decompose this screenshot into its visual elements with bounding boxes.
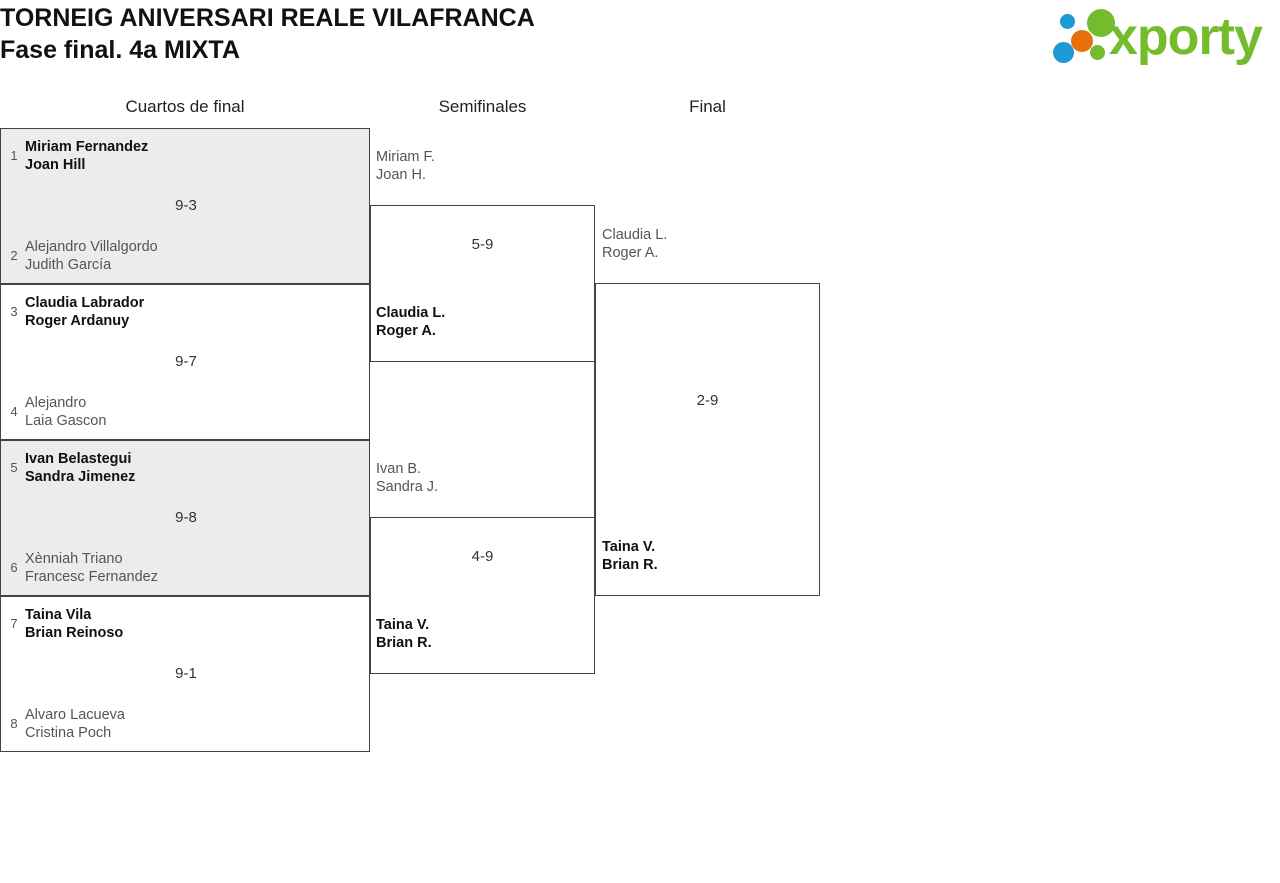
player-name: Roger A. [602,245,659,261]
tournament-subtitle: Fase final. 4a MIXTA [0,36,240,64]
team-name-block: Alejandro Villalgordo Judith García [25,238,369,274]
team-name-block: Ivan Belastegui Sandra Jimenez [25,450,369,486]
semifinal-1-team-top: Miriam F. Joan H. [376,148,435,184]
seed-number: 7 [10,616,18,631]
player-name: Sandra Jimenez [25,469,136,485]
tournament-title-block: TORNEIG ANIVERSARI REALE VILAFRANCA Fase… [0,2,900,66]
player-name: Alejandro [25,395,87,411]
match-slot-bottom[interactable]: 8 Alvaro Lacueva Cristina Poch [1,706,369,742]
semifinal-2-team-top: Ivan B. Sandra J. [376,460,438,496]
match-quarterfinal-2[interactable]: 3 Claudia Labrador Roger Ardanuy 9-7 4 A… [0,284,370,440]
seed-number: 8 [10,716,18,731]
seed-number: 1 [10,148,18,163]
player-name: Roger Ardanuy [25,313,130,329]
match-slot-bottom[interactable]: 4 Alejandro Laia Gascon [1,394,369,430]
match-slot-bottom[interactable]: 6 Xènniah Triano Francesc Fernandez [1,550,369,586]
player-name: Ivan B. [376,461,422,477]
seed-number: 5 [10,460,18,475]
player-name: Sandra J. [376,479,439,495]
match-slot-bottom[interactable]: 2 Alejandro Villalgordo Judith García [1,238,369,274]
team-name-block: Miriam Fernandez Joan Hill [25,138,369,174]
player-name: Joan H. [376,167,426,183]
seed-number: 2 [10,248,18,263]
team-name-block: Claudia Labrador Roger Ardanuy [25,294,369,330]
player-name: Cristina Poch [25,725,112,741]
round-header-final: Final [689,97,726,116]
connector-vertical-final [594,205,595,674]
player-name: Brian R. [376,635,432,651]
round-header-semifinals: Semifinales [438,97,527,116]
player-name: Alvaro Lacueva [25,707,125,723]
team-name-block: Alvaro Lacueva Cristina Poch [25,706,369,742]
player-name: Roger A. [376,323,436,339]
player-name: Judith García [25,257,112,273]
player-name: Joan Hill [25,157,86,173]
connector-vertical-semifinals [369,128,370,750]
match-score: 2-9 [696,392,719,409]
logo-dot-blue-small-icon [1060,14,1075,29]
final-team-top: Claudia L. Roger A. [602,226,667,262]
player-name: Taina V. [602,539,656,555]
player-name: Miriam Fernandez [25,139,149,155]
logo-dot-orange-icon [1071,30,1093,52]
seed-number: 4 [10,404,18,419]
match-slot-top[interactable]: 7 Taina Vila Brian Reinoso [1,606,369,642]
tournament-title: TORNEIG ANIVERSARI REALE VILAFRANCA [0,4,535,32]
seed-number: 3 [10,304,18,319]
player-name: Xènniah Triano [25,551,123,567]
xporty-logo[interactable]: xporty [1047,6,1272,68]
final-team-bottom-champion: Taina V. Brian R. [602,538,658,574]
match-slot-top[interactable]: 3 Claudia Labrador Roger Ardanuy [1,294,369,330]
semifinal-1-team-bottom: Claudia L. Roger A. [376,304,445,340]
player-name: Miriam F. [376,149,435,165]
match-score: 9-3 [175,197,197,214]
match-score: 9-7 [175,353,197,370]
player-name: Francesc Fernandez [25,569,158,585]
player-name: Taina Vila [25,607,92,623]
match-quarterfinal-4[interactable]: 7 Taina Vila Brian Reinoso 9-1 8 Alvaro … [0,596,370,752]
logo-dot-blue-large-icon [1053,42,1074,63]
logo-wordmark: xporty [1109,8,1263,66]
player-name: Claudia L. [376,305,446,321]
player-name: Claudia L. [602,227,668,243]
match-score: 4-9 [471,548,494,565]
semifinal-2-team-bottom: Taina V. Brian R. [376,616,432,652]
match-final[interactable]: 2-9 [595,283,820,596]
player-name: Claudia Labrador [25,295,145,311]
player-name: Alejandro Villalgordo [25,239,158,255]
match-quarterfinal-1[interactable]: 1 Miriam Fernandez Joan Hill 9-3 2 Aleja… [0,128,370,284]
player-name: Brian Reinoso [25,625,124,641]
team-name-block: Alejandro Laia Gascon [25,394,369,430]
logo-dots-icon [1047,6,1117,68]
player-name: Brian R. [602,557,658,573]
seed-number: 6 [10,560,18,575]
page-header: TORNEIG ANIVERSARI REALE VILAFRANCA Fase… [0,0,1280,86]
match-score: 9-1 [175,665,197,682]
match-score: 5-9 [471,236,494,253]
logo-dot-green-large-icon [1087,9,1115,37]
player-name: Taina V. [376,617,430,633]
team-name-block: Xènniah Triano Francesc Fernandez [25,550,369,586]
logo-dot-green-small-icon [1090,45,1105,60]
player-name: Ivan Belastegui [25,451,132,467]
round-header-quarterfinals: Cuartos de final [125,97,245,116]
match-score: 9-8 [175,509,197,526]
player-name: Laia Gascon [25,413,107,429]
match-slot-top[interactable]: 1 Miriam Fernandez Joan Hill [1,138,369,174]
match-quarterfinal-3[interactable]: 5 Ivan Belastegui Sandra Jimenez 9-8 6 X… [0,440,370,596]
team-name-block: Taina Vila Brian Reinoso [25,606,369,642]
match-slot-top[interactable]: 5 Ivan Belastegui Sandra Jimenez [1,450,369,486]
